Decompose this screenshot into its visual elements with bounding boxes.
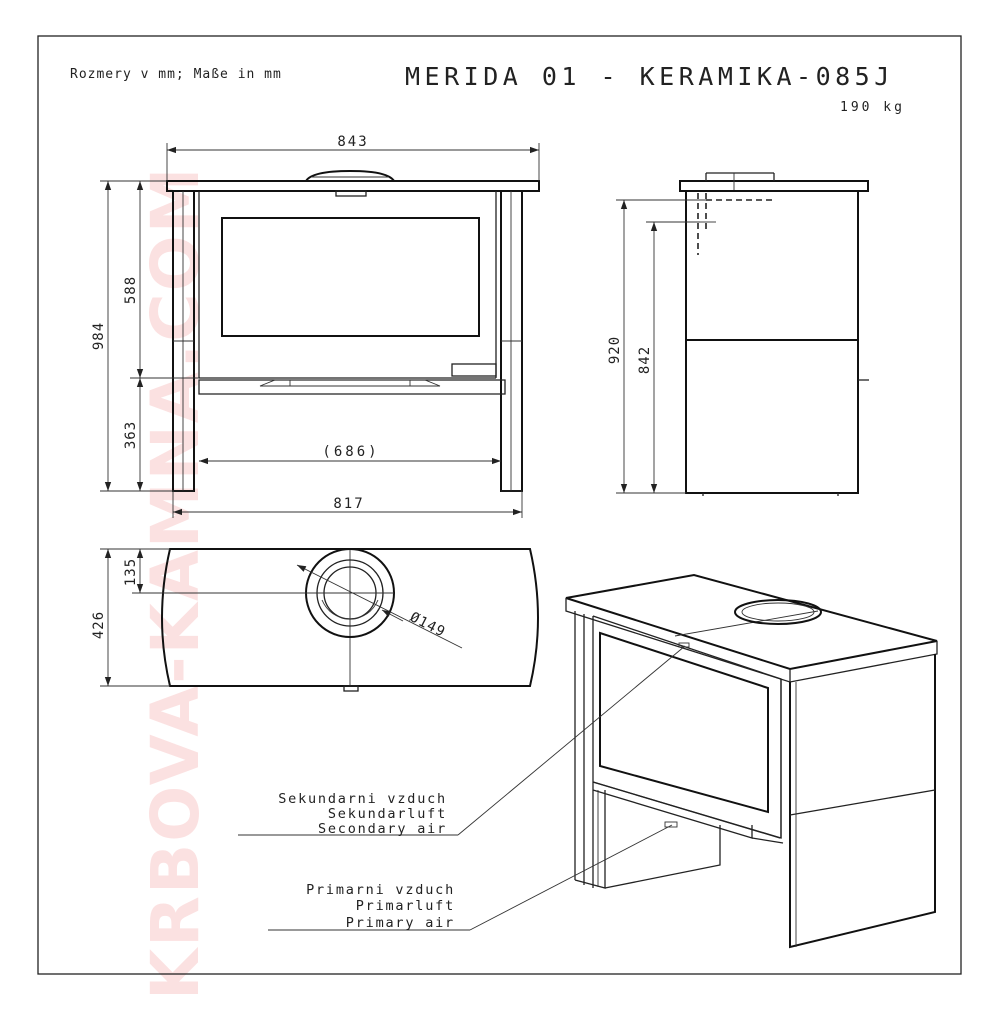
dim-front-inner-width: (686) (322, 444, 379, 460)
isometric-view (565, 573, 938, 949)
dim-side-height-outlet: 920 (607, 336, 623, 364)
primary-air-cz: Primarni vzduch (306, 882, 455, 898)
secondary-air-cz: Sekundarni vzduch (278, 791, 447, 807)
dim-front-height-upper: 588 (123, 276, 139, 304)
secondary-air-de: Sekundarluft (328, 806, 447, 822)
weight-label: 190 kg (840, 100, 905, 115)
dim-front-height-total: 984 (91, 322, 107, 350)
front-view (166, 169, 540, 492)
dim-top-offset: 135 (123, 558, 139, 586)
front-dimensions: 843 984 588 363 (686) 817 (91, 134, 540, 518)
top-dimensions: 426 135 Ø149 (91, 548, 463, 687)
primary-air-de: Primarluft (356, 898, 455, 914)
dim-top-depth: 426 (91, 611, 107, 639)
callout-primary-air: Primarni vzduch Primarluft Primary air (268, 824, 673, 931)
drawing-border (37, 35, 962, 975)
dim-side-height-body: 842 (637, 346, 653, 374)
side-view (679, 172, 869, 496)
primary-air-en: Primary air (346, 915, 455, 931)
watermark-text: KRBOVA-KAMNA.COM (137, 166, 214, 1000)
dim-flue-diameter: Ø149 (407, 609, 448, 640)
dim-front-width-top: 843 (337, 134, 368, 150)
watermark: KRBOVA-KAMNA.COM (137, 166, 214, 1000)
secondary-air-en: Secondary air (318, 821, 447, 837)
side-dimensions: 920 842 (607, 199, 706, 494)
callout-secondary-air: Sekundarni vzduch Sekundarluft Secondary… (238, 645, 686, 837)
drawing-title: MERIDA 01 - KERAMIKA-085J (405, 62, 894, 91)
units-note: Rozmery v mm; Maße in mm (70, 67, 282, 82)
dim-front-height-lower: 363 (123, 421, 139, 449)
top-view (161, 548, 539, 692)
dim-front-width-bottom: 817 (333, 496, 364, 512)
